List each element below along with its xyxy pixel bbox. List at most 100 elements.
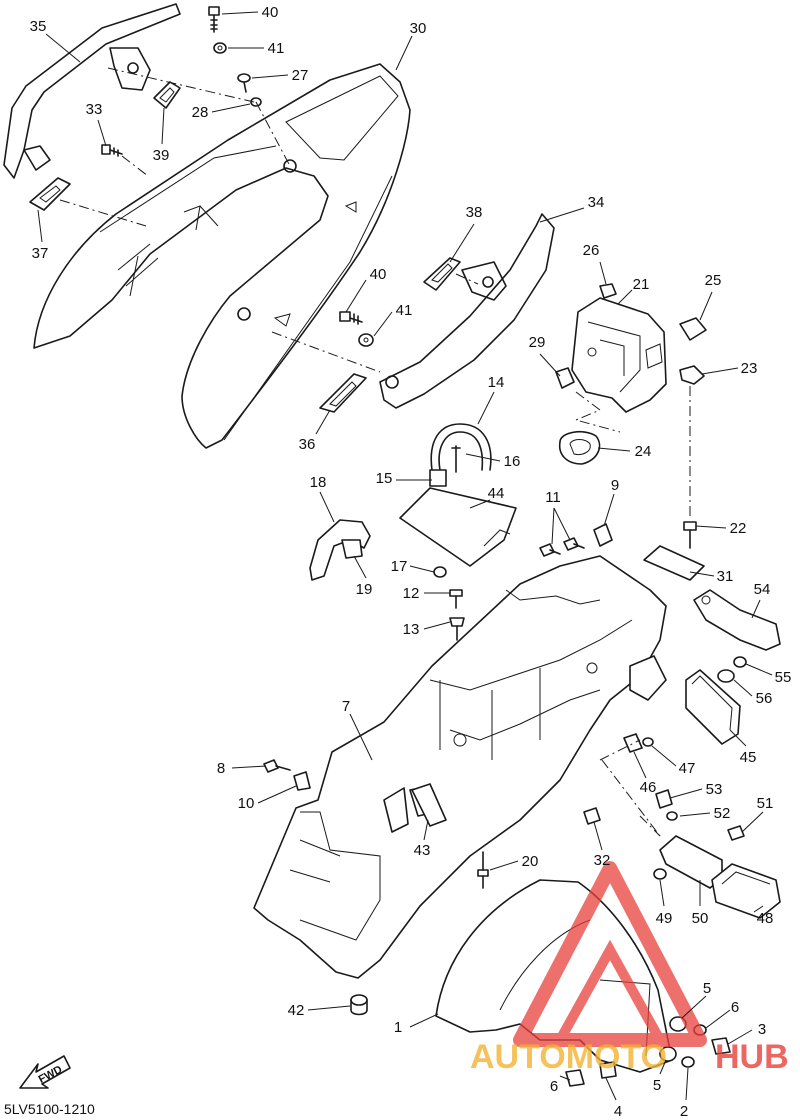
- clip-23: [679, 365, 705, 385]
- fwd-arrow-icon: FWD: [19, 1055, 71, 1089]
- callout-c13: 13: [403, 621, 420, 638]
- fender-hardware: [565, 1016, 731, 1087]
- callout-c48: 48: [757, 910, 774, 927]
- callout-c50: 50: [692, 910, 709, 927]
- pin-13: [449, 617, 465, 641]
- callout-c44: 44: [488, 485, 505, 502]
- reflector-48: [711, 863, 781, 919]
- callout-c15: 15: [376, 470, 393, 487]
- callout-c9: 9: [611, 477, 619, 494]
- grab-bar-left: [3, 3, 181, 179]
- callout-c53: 53: [706, 781, 723, 798]
- washer-47: [642, 737, 654, 747]
- callout-c40b: 40: [370, 266, 387, 283]
- pad-43: [411, 783, 447, 827]
- nut-46: [623, 733, 643, 753]
- callout-c6a: 6: [731, 999, 739, 1016]
- callout-c37: 37: [32, 245, 49, 262]
- washer-17: [433, 566, 447, 578]
- callout-c28: 28: [192, 104, 209, 121]
- callout-c36: 36: [299, 436, 316, 453]
- nut-10: [293, 771, 311, 791]
- grommet-24: [558, 430, 601, 465]
- callout-c7: 7: [342, 698, 350, 715]
- fwd-label: FWD: [37, 1064, 65, 1086]
- callout-c30: 30: [410, 20, 427, 37]
- grab-bar-right: [379, 213, 555, 409]
- grommet-37: [29, 177, 71, 211]
- bolt-22: [683, 521, 697, 549]
- reflector-bracket-54: [693, 589, 781, 651]
- watermark-brand-right: HUB: [715, 1038, 789, 1076]
- bolt-8: [263, 759, 291, 773]
- callout-c34: 34: [588, 194, 605, 211]
- battery-cover-44: [399, 487, 517, 567]
- callout-c17: 17: [391, 558, 408, 575]
- clip-25: [679, 317, 707, 341]
- pad-31: [643, 545, 705, 581]
- callout-c55: 55: [775, 669, 792, 686]
- callout-c20: 20: [522, 853, 539, 870]
- callout-c14: 14: [488, 374, 505, 391]
- callout-c45: 45: [740, 749, 757, 766]
- callout-c18: 18: [310, 474, 327, 491]
- cap-42: [350, 994, 368, 1016]
- bolts-11: [539, 537, 585, 557]
- callout-c31: 31: [717, 568, 734, 585]
- nut-49: [653, 868, 667, 880]
- callout-c1: 1: [394, 1019, 402, 1036]
- washer-41-top: [213, 42, 227, 54]
- nut-53: [655, 789, 673, 809]
- callout-c4: 4: [614, 1103, 622, 1120]
- bolt-51: [727, 825, 745, 841]
- callout-c11: 11: [545, 489, 561, 506]
- pin-20: [477, 851, 489, 889]
- bolt-33: [101, 144, 123, 157]
- callout-c39: 39: [153, 147, 170, 164]
- battery-strap: [429, 423, 492, 487]
- nut-56: [717, 669, 735, 683]
- watermark-text: AUTOMOTO HUB: [470, 1038, 789, 1076]
- callout-c49: 49: [656, 910, 673, 927]
- callout-c38: 38: [466, 204, 483, 221]
- callout-c56: 56: [756, 690, 773, 707]
- part-code: 5LV5100-1210: [4, 1101, 95, 1117]
- callout-c2: 2: [680, 1103, 688, 1120]
- seat-cowl: [33, 63, 411, 449]
- washer-55: [733, 656, 747, 668]
- callout-c33: 33: [86, 101, 103, 118]
- cap-26: [599, 283, 617, 299]
- callout-c22: 22: [730, 520, 747, 537]
- callout-c41b: 41: [396, 302, 413, 319]
- seat-lock-bracket: [571, 297, 667, 413]
- callout-c10: 10: [238, 795, 255, 812]
- callout-c51: 51: [757, 795, 774, 812]
- bolt-40-top: [208, 6, 220, 33]
- washer-52: [666, 811, 678, 821]
- rear-fender-tray: [253, 555, 667, 979]
- callout-labels: 3540412728303339373834262521404129231436…: [30, 4, 792, 1120]
- reflector-45: [685, 669, 741, 745]
- callout-c26: 26: [583, 242, 600, 259]
- callout-c27: 27: [292, 67, 309, 84]
- callout-c40a: 40: [262, 4, 279, 21]
- clip-29: [555, 367, 575, 389]
- callout-c3: 3: [758, 1021, 766, 1038]
- callout-c24: 24: [635, 443, 652, 460]
- callout-c54: 54: [754, 581, 771, 598]
- callout-c32: 32: [594, 852, 611, 869]
- washer-41-mid: [358, 333, 374, 347]
- callout-c12: 12: [403, 585, 420, 602]
- watermark-logo: [513, 861, 707, 1047]
- rivet-32: [583, 807, 601, 825]
- grommet-38: [423, 257, 461, 291]
- screw-27: [237, 73, 251, 93]
- callout-c47: 47: [679, 760, 696, 777]
- callout-c52: 52: [714, 805, 731, 822]
- callout-c43: 43: [414, 842, 431, 859]
- callout-c41a: 41: [268, 40, 285, 57]
- battery-band-18: [309, 519, 371, 581]
- watermark-brand-left: AUTOMOTO: [470, 1038, 667, 1076]
- callout-c25: 25: [705, 272, 722, 289]
